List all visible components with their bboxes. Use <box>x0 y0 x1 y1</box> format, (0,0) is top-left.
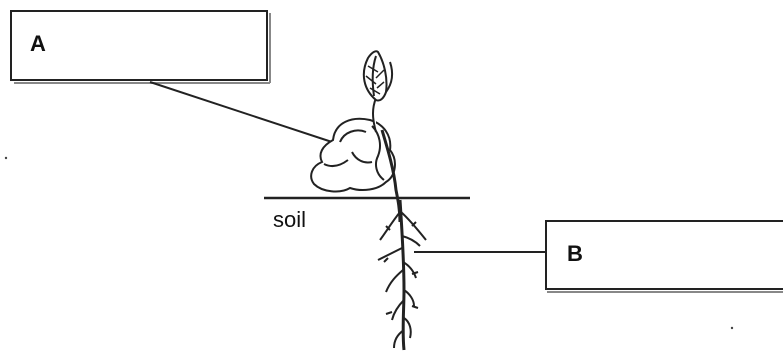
cotyledons <box>311 119 395 192</box>
soil-label: soil <box>273 207 306 233</box>
root-system <box>378 200 426 350</box>
label-box-a <box>10 10 268 81</box>
label-a: A <box>30 31 46 57</box>
leader-line-a <box>150 82 335 143</box>
speck-mark <box>731 327 733 329</box>
speck-mark <box>5 157 7 159</box>
label-b: B <box>567 241 583 267</box>
